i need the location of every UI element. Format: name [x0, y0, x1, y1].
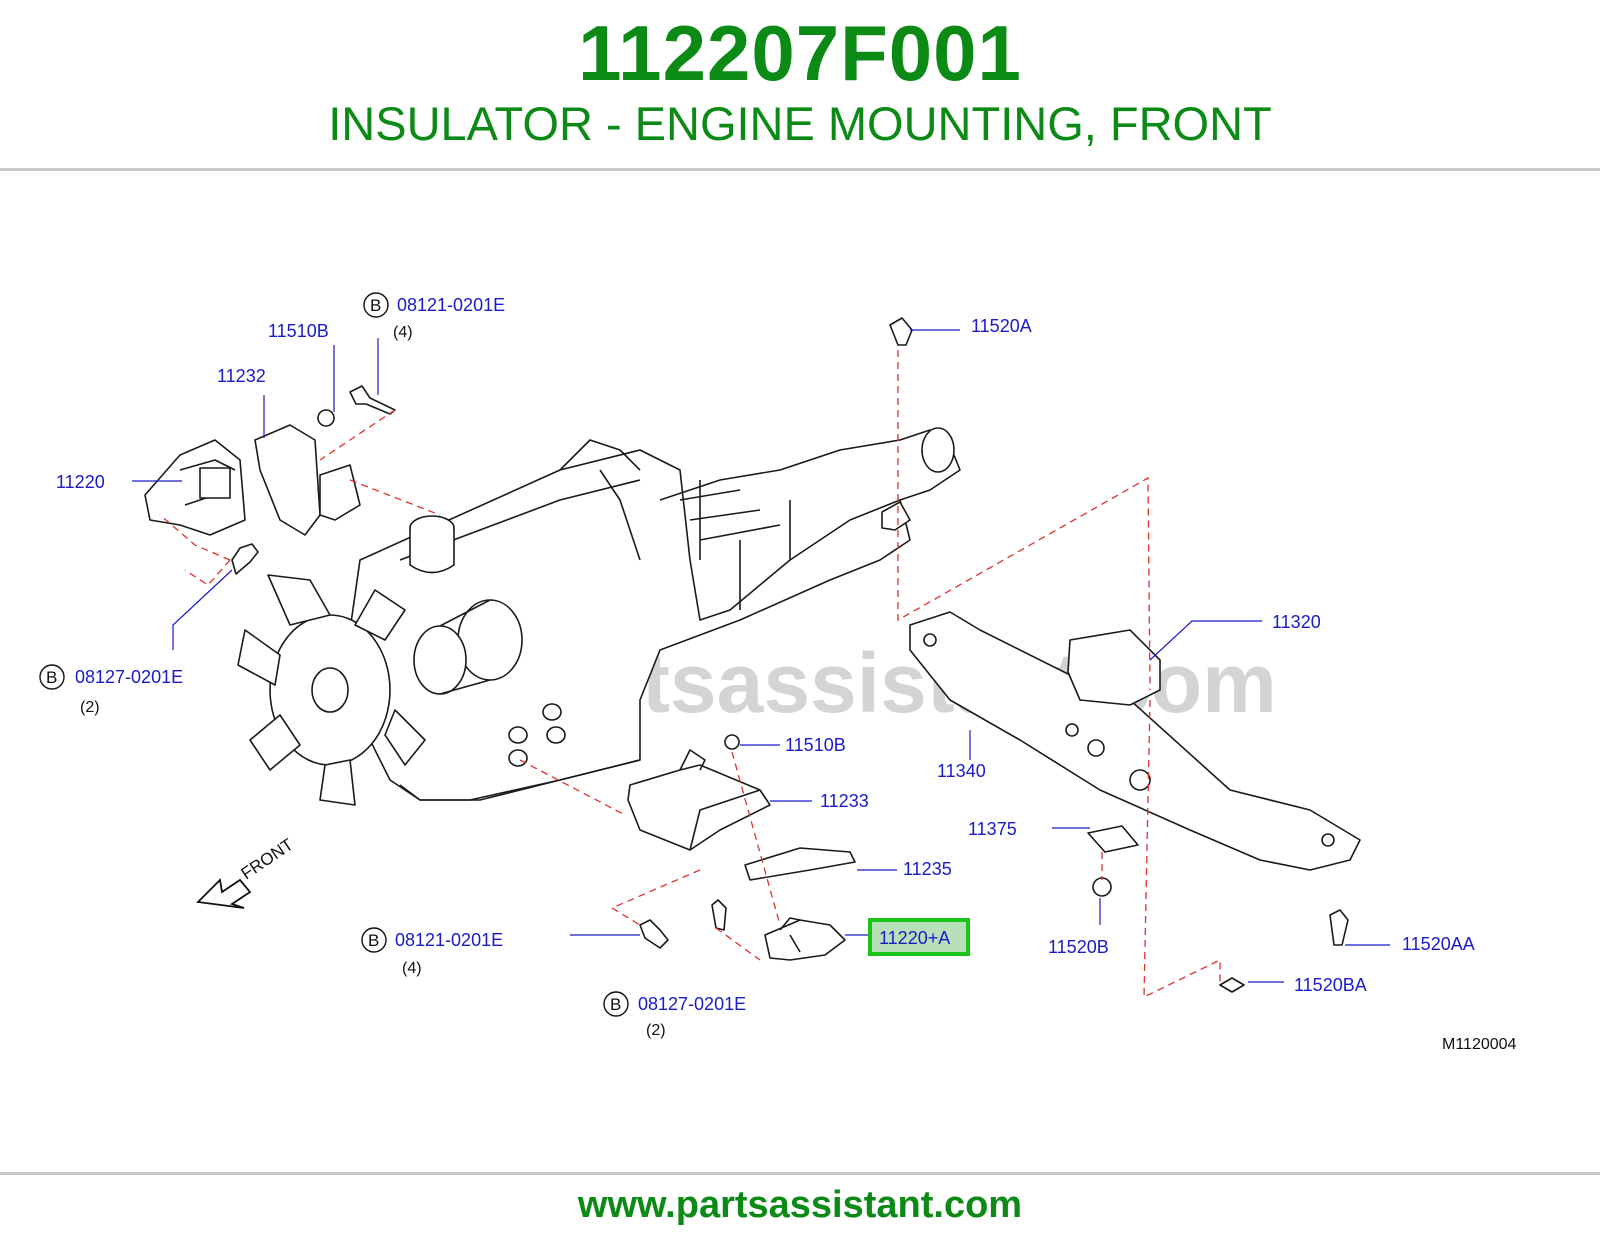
label-11520a[interactable]: 11520A: [971, 316, 1032, 336]
callout-b-top: B 08121-0201E (4): [363, 292, 505, 341]
highlighted-callout[interactable]: 11220+A: [868, 918, 970, 956]
label-08121-bottom[interactable]: 08121-0201E: [395, 930, 503, 950]
footer-divider: [0, 1172, 1600, 1175]
label-11520b[interactable]: 11520B: [1048, 937, 1109, 957]
cooling-fan-illustration: [237, 574, 426, 806]
qty-08121-top: (4): [393, 324, 413, 341]
front-right-mount-illustration: [627, 734, 856, 961]
b-marker: B: [370, 296, 381, 315]
figure-code: M1120004: [1442, 1036, 1517, 1053]
label-11510b-mid[interactable]: 11510B: [785, 735, 846, 755]
site-link[interactable]: www.partsassistant.com: [577, 1184, 1023, 1226]
label-11220[interactable]: 11220: [56, 472, 105, 492]
callout-b-bottom-center: B 08127-0201E (2): [603, 991, 746, 1039]
b-marker: B: [368, 931, 379, 950]
front-label: FRONT: [238, 835, 297, 883]
label-08127-left[interactable]: 08127-0201E: [75, 667, 183, 687]
callout-b-bottom: B 08121-0201E (4): [361, 927, 503, 977]
label-11220a[interactable]: 11220+A: [879, 928, 950, 948]
label-11510b-top[interactable]: 11510B: [268, 321, 329, 341]
label-11375[interactable]: 11375: [968, 819, 1017, 839]
callout-b-left: B 08127-0201E (2): [39, 664, 183, 716]
b-marker: B: [610, 995, 621, 1014]
label-08121-top[interactable]: 08121-0201E: [397, 295, 505, 315]
engine-transmission-illustration: [237, 427, 961, 806]
label-11232[interactable]: 11232: [217, 366, 266, 386]
label-08127-bottom[interactable]: 08127-0201E: [638, 994, 746, 1014]
assembly-lines: [159, 350, 1221, 999]
crossmember-illustration: [889, 317, 1361, 993]
page-title: 112207F001: [578, 9, 1022, 97]
highlight-box: [868, 918, 970, 956]
qty-08127-left: (2): [80, 699, 100, 716]
front-left-mount-illustration: [144, 385, 396, 575]
part-description: INSULATOR - ENGINE MOUNTING, FRONT: [328, 97, 1272, 150]
label-11520aa[interactable]: 11520AA: [1402, 934, 1475, 954]
label-11233[interactable]: 11233: [820, 791, 869, 811]
label-11235[interactable]: 11235: [903, 859, 952, 879]
front-arrow-icon: [196, 878, 252, 909]
label-11320[interactable]: 11320: [1272, 612, 1321, 632]
header-divider: [0, 168, 1600, 171]
callout-leaders: [132, 329, 1390, 983]
qty-08127-bottom: (2): [646, 1022, 666, 1039]
b-marker: B: [46, 668, 57, 687]
label-11340[interactable]: 11340: [937, 761, 986, 781]
front-direction-indicator: FRONT: [196, 835, 297, 909]
qty-08121-bottom: (4): [402, 960, 422, 977]
label-11520ba[interactable]: 11520BA: [1294, 975, 1367, 995]
